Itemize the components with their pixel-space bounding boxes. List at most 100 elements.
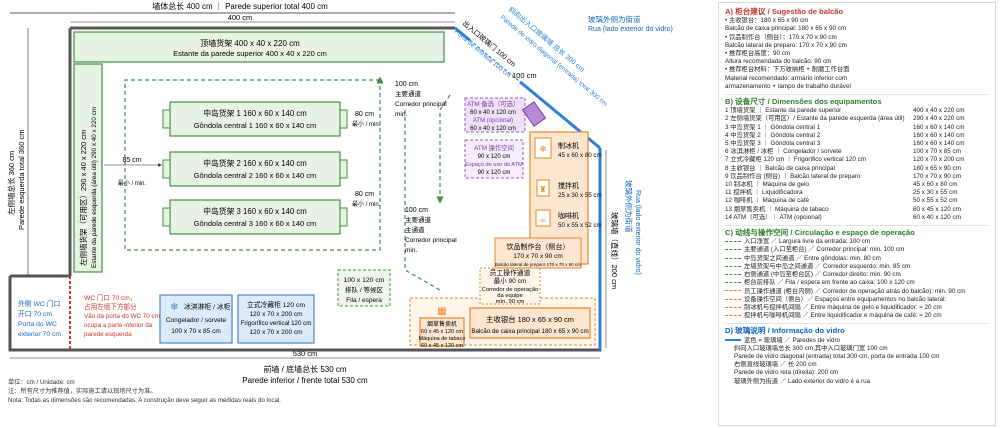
queue-b: 排队 / 等候区	[345, 285, 383, 294]
tobacco-machine	[419, 317, 465, 347]
top-shelf-pt: Estante da parede superior 400 x 40 x 22…	[173, 49, 327, 58]
legend-a-title: A) 柜台建议 / Sugestão de balcão	[725, 7, 844, 16]
dashed-line-icon	[725, 290, 741, 292]
legend-d-row: 蓝色 = 玻璃墙 ／ Paredes de vidro	[725, 337, 989, 345]
freezer	[159, 294, 233, 344]
staff-d: da equipe	[497, 293, 522, 299]
dashed-line-icon	[725, 273, 741, 275]
legend-d-row: 玻璃外侧为街道 ／ Lado exterior do vidro é a rua	[725, 378, 989, 386]
bottom-530-label: 530 cm	[293, 349, 318, 358]
bullet-icon	[725, 370, 731, 376]
atm-b: 60 x 40 x 120 cm	[470, 110, 516, 116]
left-total-cn: 左侧墙总长 360 cm	[6, 151, 16, 215]
legend-c-row: 中岛货架之间通道 ／ Entre gôndolas: min. 80 cm	[725, 255, 989, 263]
atm-box	[464, 97, 526, 133]
main-aisle-1a: 100 cm	[395, 81, 418, 88]
bottom-cn: 前墙 / 底墙总长 530 cm	[263, 364, 346, 374]
atm-space-a: ATM 操作空间	[474, 143, 514, 152]
main-aisle-1d: min.	[395, 111, 407, 118]
legend-b-item: 8 主收银台 ｜ Balcão de caixa principal	[725, 164, 835, 172]
legend-c-row: 制冰机与搅拌机间隔 ／ Entre máquina de gelo e liqu…	[725, 304, 989, 312]
wc-red-b: 占用左墙下方部分	[84, 302, 137, 311]
main-aisle-2d: Corredor principal	[405, 237, 457, 244]
legend-b-row: 2 左侧墙货架（可用区）/ Estante da parede esquerda…	[725, 115, 989, 123]
legend-c-text: 中岛货架之间通道 ／ Entre gôndolas: min. 80 cm	[744, 254, 881, 262]
mixer-b: 25 x 30 x 55 cm	[558, 192, 602, 199]
street-pt: Rua (lado exterior do vidro)	[588, 26, 673, 33]
legend-b-item: 2 左侧墙货架（可用区）/ Estante da parede esquerda…	[725, 115, 905, 123]
legend-a-line: • 主收银台：180 x 65 x 90 cm	[725, 17, 809, 25]
legend-d-text: 玻璃外侧为街道 ／ Lado exterior do vidro é a rua	[734, 377, 871, 385]
coffee-icon: ☕	[539, 215, 546, 224]
legend-c-text: 柜台前排队 ／ Fila / espera em frente ao caixa…	[744, 279, 915, 287]
gondola-2-pt: Gôndola central 2 160 x 60 x 140 cm	[194, 171, 317, 180]
mixer-a: 搅拌机	[558, 181, 579, 190]
drink-b: 170 x 70 x 90 cm	[513, 253, 563, 260]
gondola-2-cn: 中岛货架 2 160 x 60 x 140 cm	[203, 158, 307, 168]
atm-unit	[521, 101, 547, 127]
wc-red-c: Vão da porta do WC 70 cm,	[84, 313, 162, 320]
legend-b-size: 290 x 40 x 220 cm	[913, 115, 965, 123]
legend-c-text: 入口净宽 ／ Largura livre da entrada: 100 cm	[744, 238, 870, 246]
bullet-icon	[725, 353, 731, 359]
wc-outer-b: 开口 70 cm	[18, 310, 52, 318]
legend-b-size: 170 x 70 x 90 cm	[913, 172, 961, 180]
queue-c: Fila / espera	[346, 297, 382, 304]
staff-e: mín. 90 cm	[496, 299, 525, 305]
upright-fridge	[237, 294, 315, 344]
aisle-80-1a: 80 cm	[355, 111, 374, 118]
bullet-icon	[725, 345, 731, 351]
left-shelf-cn: 左侧墙货架（可用区）290 x 40 x 220 cm	[78, 130, 88, 266]
gondola-3-cn: 中岛货架 3 160 x 60 x 140 cm	[203, 206, 307, 216]
bullet-icon	[725, 361, 731, 367]
snowflake-icon: ❄	[170, 302, 178, 313]
legend-c-row: 左墙货架与中岛之间通道 ／ Corredor esquerdo: min. 85…	[725, 263, 989, 271]
wc-red-a: WC 门口 70 cm，	[84, 293, 136, 302]
staff-c: Corredor de operação	[482, 287, 539, 293]
legend-a-line: Altura recomendada do balcão: 90 cm	[725, 58, 832, 66]
floor-plan: 墙体总长 400 cm ｜ Parede superior total 400 …	[6, 1, 673, 385]
aisle-80-2a: 80 cm	[355, 191, 374, 198]
tobacco-a: 烟草售卖机	[427, 320, 457, 328]
atm-c: ATM (opcional)	[473, 118, 513, 124]
atm-a: ATM 备选（可选）	[467, 99, 519, 108]
legend-d-text: 右侧直线玻璃墙 ／ 长 200 cm	[734, 361, 817, 369]
gondola-2	[162, 151, 348, 187]
legend-panel: A) 柜台建议 / Sugestão de balcão • 主收银台：180 …	[718, 2, 996, 426]
wc-red-d: ocupa a parte inferior da	[84, 322, 153, 329]
main-aisle-1c: Corredor principal	[395, 101, 447, 108]
legend-d-row: Parede de vidro diagonal (entrada) total…	[725, 353, 989, 361]
top-wall-shelf	[73, 31, 445, 63]
aisle-80-1b: 最小 / min.	[352, 120, 381, 128]
legend-b-size: 60 x 45 x 120 cm	[913, 205, 961, 213]
aisle-80-2b: 最小 / min.	[352, 200, 381, 208]
right-glass-label: 玻璃墙（直线）200 cm	[610, 212, 620, 289]
legend-c-row: 柜台前排队 ／ Fila / espera em frente ao caixa…	[725, 279, 989, 287]
wc-outer-d: exterior 70 cm	[18, 331, 61, 338]
legend-c-text: 设备操作空间（侧台）／ Espaços entre equipamentos n…	[744, 295, 947, 303]
drink-c: Balcão lateral de preparo 170 x 70 x 90 …	[495, 262, 581, 267]
fridge-a: 立式冷藏柜 120 cm	[247, 300, 305, 309]
dashed-line-icon	[725, 257, 741, 259]
main-aisle-1b: 主要通道	[395, 89, 422, 98]
wall-outline	[8, 26, 602, 352]
main-aisle-2e: min.	[405, 247, 417, 254]
dashed-line-icon	[725, 282, 741, 284]
atm-space-box	[464, 139, 524, 179]
legend-c-row: 员工操作通道 (柜台内侧) ／ Corredor de operação atr…	[725, 288, 989, 296]
coffee-a: 咖啡机	[558, 211, 579, 220]
legend-c-text: 主要通道 (入口至柜台) ／ Corredor principal: min. …	[744, 246, 905, 254]
entry-100-label: 100 cm	[512, 71, 537, 80]
wc-outer-a: 外侧 WC 门口	[18, 299, 60, 308]
gondola-3-pt: Gôndola central 3 160 x 60 x 140 cm	[194, 219, 317, 228]
dashed-line-icon	[725, 314, 741, 316]
legend-c-text: 左墙货架与中岛之间通道 ／ Corredor esquerdo: min. 85…	[744, 262, 911, 270]
atm-d: 60 x 40 x 120 cm	[470, 126, 516, 132]
legend-b-item: 12 咖啡机 ｜ Máquina de café	[725, 197, 809, 205]
freezer-a: 冰淇淋柜 / 冰柜	[184, 302, 231, 311]
legend-b-size: 400 x 40 x 220 cm	[913, 107, 965, 115]
staff-b: 最小 90 cm	[494, 276, 527, 285]
